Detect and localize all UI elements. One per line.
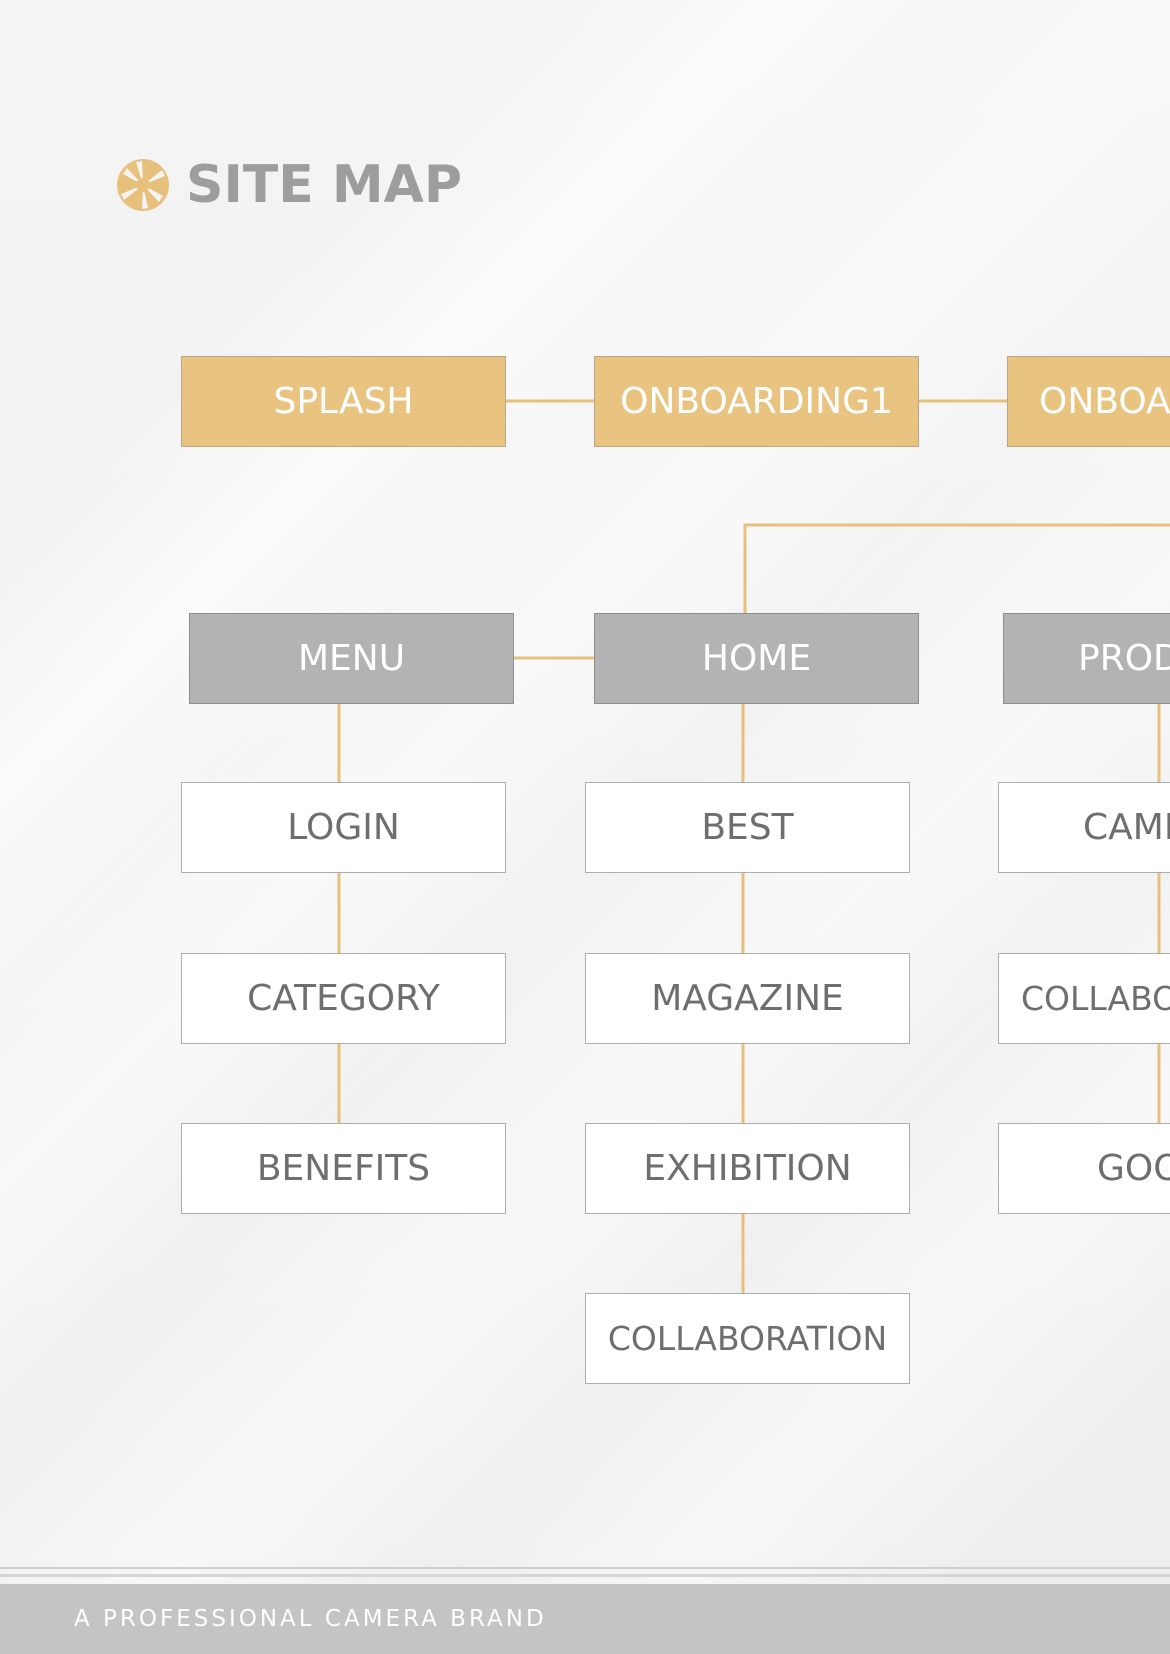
node-label: MENU (297, 638, 406, 679)
node-goods[interactable]: GOO (998, 1123, 1170, 1214)
node-label: LOGIN (287, 807, 400, 848)
node-label: CATEGORY (247, 978, 440, 1019)
node-onboarding2[interactable]: ONBOAR (1007, 356, 1170, 447)
node-label: HOME (701, 638, 812, 679)
node-label: COLLABORATION (607, 1319, 888, 1358)
footer-tagline: A PROFESSIONAL CAMERA BRAND (74, 1606, 547, 1632)
page-title: SITE MAP (186, 155, 462, 215)
node-home-collaboration[interactable]: COLLABORATION (585, 1293, 910, 1384)
node-exhibition[interactable]: EXHIBITION (585, 1123, 910, 1214)
divider-line (0, 1567, 1170, 1569)
node-product-collaboration[interactable]: COLLABO (998, 953, 1170, 1044)
node-product[interactable]: PROD (1003, 613, 1170, 704)
node-splash[interactable]: SPLASH (181, 356, 506, 447)
node-label: ONBOARDING1 (620, 381, 893, 422)
connector-home-to-top (743, 523, 1170, 613)
node-camera[interactable]: CAMI (998, 782, 1170, 873)
divider-line (0, 1574, 1170, 1577)
node-onboarding1[interactable]: ONBOARDING1 (594, 356, 919, 447)
node-magazine[interactable]: MAGAZINE (585, 953, 910, 1044)
footer-bar: A PROFESSIONAL CAMERA BRAND (0, 1584, 1170, 1654)
node-label: ONBOAR (1039, 381, 1170, 422)
node-label: COLLABO (1021, 979, 1170, 1018)
node-home[interactable]: HOME (594, 613, 919, 704)
node-label: CAMI (1083, 807, 1170, 848)
node-category[interactable]: CATEGORY (181, 953, 506, 1044)
node-label: EXHIBITION (643, 1148, 852, 1189)
camera-aperture-icon (117, 159, 169, 211)
node-label: GOO (1097, 1148, 1170, 1189)
footer-divider (0, 1567, 1170, 1583)
node-label: BEST (701, 807, 794, 848)
node-login[interactable]: LOGIN (181, 782, 506, 873)
page-header: SITE MAP (116, 155, 462, 215)
node-label: SPLASH (273, 381, 414, 422)
node-label: BENEFITS (256, 1148, 431, 1189)
node-label: MAGAZINE (651, 978, 844, 1019)
node-benefits[interactable]: BENEFITS (181, 1123, 506, 1214)
node-best[interactable]: BEST (585, 782, 910, 873)
node-label: PROD (1078, 638, 1170, 679)
node-menu[interactable]: MENU (189, 613, 514, 704)
